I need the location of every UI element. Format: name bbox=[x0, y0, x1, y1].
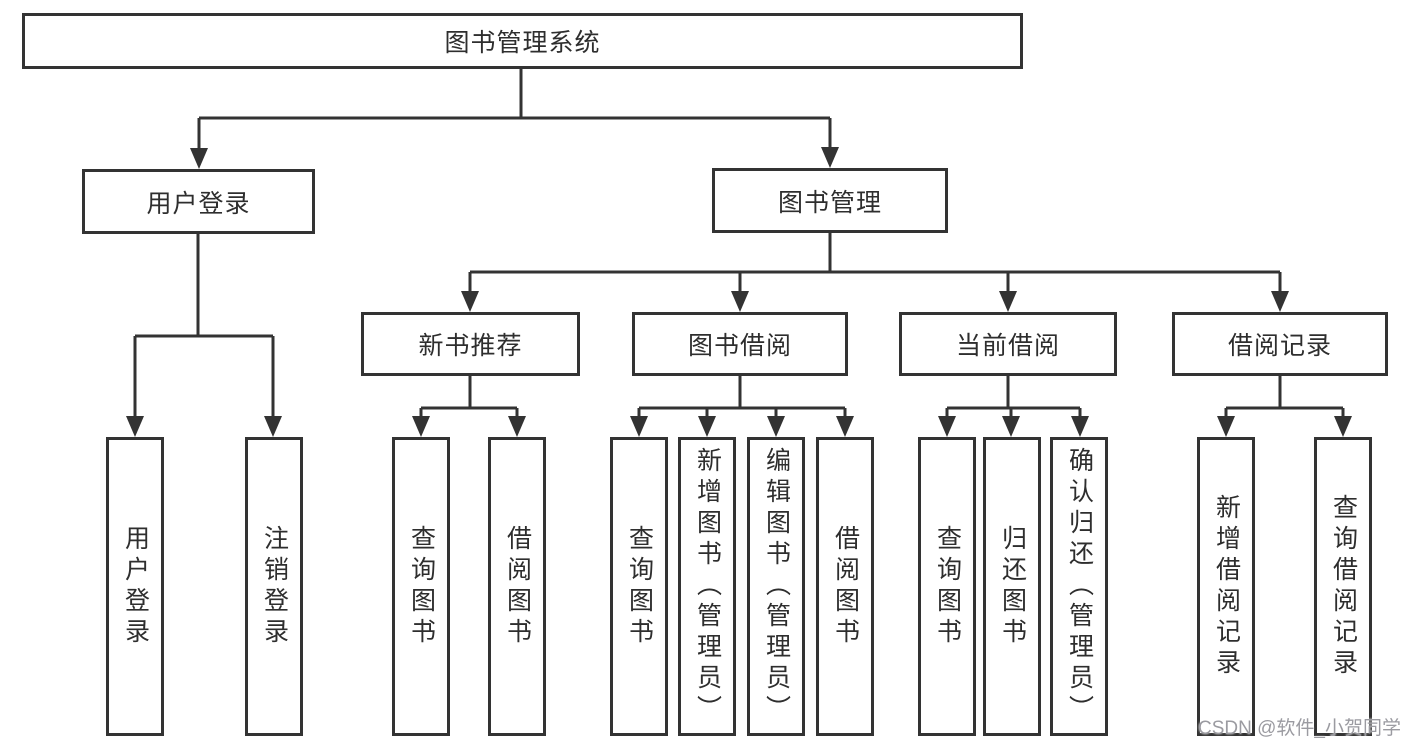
leaf-query-borrow-record: 查询借阅记录 bbox=[1314, 437, 1372, 736]
node-borrowing-records: 借阅记录 bbox=[1172, 312, 1388, 376]
node-new-book-recommend: 新书推荐 bbox=[361, 312, 580, 376]
node-label: 查询图书 bbox=[933, 524, 962, 649]
leaf-edit-books-admin: 编辑图书（管理员） bbox=[747, 437, 805, 736]
node-label: 注销登录 bbox=[260, 524, 289, 649]
csdn-watermark: CSDN @软件_小贺同学 bbox=[1198, 718, 1401, 739]
leaf-add-borrow-record: 新增借阅记录 bbox=[1197, 437, 1255, 736]
leaf-user-login: 用户登录 bbox=[106, 437, 164, 736]
node-label: 当前借阅 bbox=[955, 332, 1060, 360]
node-label: 用户登录 bbox=[146, 189, 251, 218]
node-label: 新增图书（管理员） bbox=[693, 447, 722, 726]
leaf-return-books: 归还图书 bbox=[983, 437, 1041, 736]
node-label: 借阅图书 bbox=[503, 524, 532, 649]
leaf-query-books-recommend: 查询图书 bbox=[392, 437, 450, 736]
node-current-borrowing: 当前借阅 bbox=[899, 312, 1117, 376]
node-label: 图书借阅 bbox=[687, 332, 792, 360]
leaf-borrow-books-recommend: 借阅图书 bbox=[488, 437, 546, 736]
node-book-borrowing: 图书借阅 bbox=[632, 312, 848, 376]
node-label: 归还图书 bbox=[998, 524, 1027, 649]
node-library-management-system: 图书管理系统 bbox=[22, 13, 1023, 69]
node-label: 用户登录 bbox=[121, 524, 150, 649]
leaf-add-books-admin: 新增图书（管理员） bbox=[678, 437, 736, 736]
leaf-confirm-return-admin: 确认归还（管理员） bbox=[1050, 437, 1108, 736]
node-label: 图书管理 bbox=[777, 188, 882, 217]
node-label: 查询图书 bbox=[407, 524, 436, 649]
node-label: 借阅记录 bbox=[1227, 332, 1332, 360]
node-label: 借阅图书 bbox=[831, 524, 860, 649]
node-label: 图书管理系统 bbox=[444, 29, 601, 57]
node-label: 查询借阅记录 bbox=[1329, 493, 1358, 680]
node-book-management: 图书管理 bbox=[712, 168, 948, 233]
node-user-login: 用户登录 bbox=[82, 169, 315, 234]
leaf-query-books-borrow: 查询图书 bbox=[610, 437, 668, 736]
node-label: 编辑图书（管理员） bbox=[762, 447, 791, 726]
node-label: 确认归还（管理员） bbox=[1065, 447, 1094, 726]
node-label: 新书推荐 bbox=[418, 332, 523, 360]
leaf-query-books-current: 查询图书 bbox=[918, 437, 976, 736]
leaf-logout: 注销登录 bbox=[245, 437, 303, 736]
leaf-borrow-books: 借阅图书 bbox=[816, 437, 874, 736]
node-label: 查询图书 bbox=[625, 524, 654, 649]
node-label: 新增借阅记录 bbox=[1212, 493, 1241, 680]
